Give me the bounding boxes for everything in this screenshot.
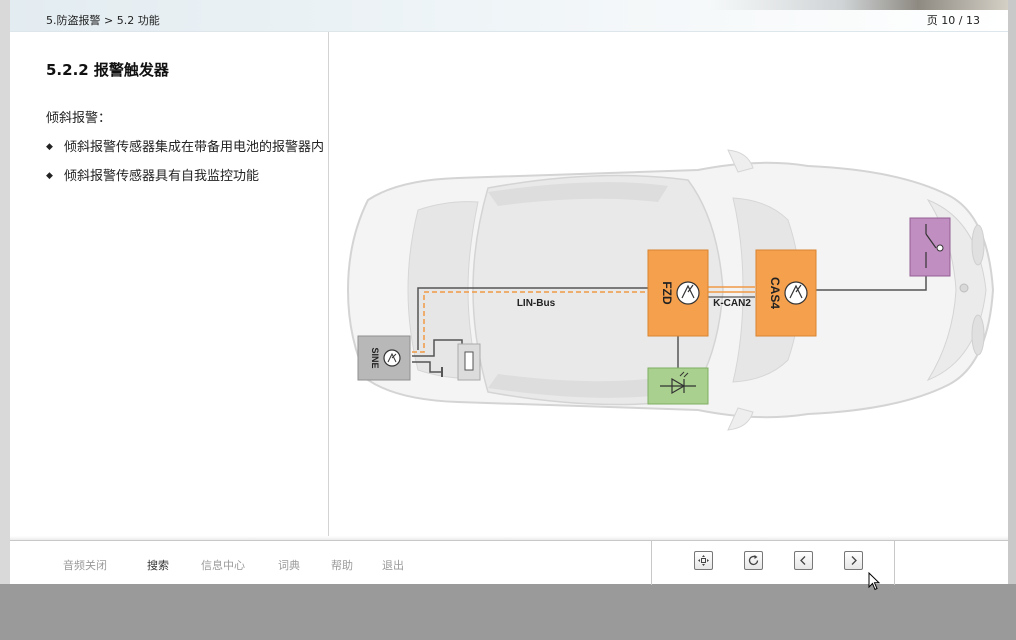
search-link[interactable]: 搜索 — [147, 559, 169, 572]
next-icon — [851, 556, 857, 565]
sine-label: SINE — [370, 347, 380, 368]
bullet-text: 倾斜报警传感器具有自我监控功能 — [64, 169, 260, 184]
led-diode-icon — [671, 377, 686, 395]
diamond-bullet-icon: ◆ — [46, 171, 53, 181]
switch-contact-icon — [925, 233, 937, 249]
reload-button[interactable] — [744, 551, 763, 570]
fzd-module: FZD — [647, 249, 709, 337]
right-gutter — [1008, 0, 1016, 584]
ground-wire — [412, 361, 442, 373]
kcan-bus-label: K-CAN2 — [713, 298, 751, 309]
backup-battery-module — [457, 343, 481, 381]
alarm-system-diagram: SINE LIN-Bus FZD K-CAN2 CAS4 — [346, 149, 995, 431]
audio-off-link[interactable]: 音频关闭 — [63, 559, 107, 572]
overview-button[interactable] — [694, 551, 713, 570]
subheading: 倾斜报警： — [46, 111, 112, 126]
fzd-siren-icon — [676, 281, 700, 305]
header-bar: 5.防盗报警 > 5.2 功能 页 10 / 13 — [10, 0, 1008, 32]
breadcrumb: 5.防盗报警 > 5.2 功能 — [46, 14, 160, 27]
footer-divider-right — [894, 541, 895, 585]
previous-page-button[interactable] — [794, 551, 813, 570]
footer-toolbar: 音频关闭 搜索 信息中心 词典 帮助 退出 — [10, 540, 1008, 585]
exit-link[interactable]: 退出 — [382, 559, 404, 572]
previous-icon — [800, 556, 806, 565]
info-center-link[interactable]: 信息中心 — [201, 559, 245, 572]
overview-icon — [698, 555, 709, 566]
footer-shadow — [10, 536, 1008, 540]
help-link[interactable]: 帮助 — [331, 559, 353, 572]
car-outline — [346, 149, 995, 431]
bullet-text: 倾斜报警传感器集成在带备用电池的报警器内 — [64, 140, 325, 155]
content-divider — [328, 32, 329, 536]
lin-bus-label: LIN-Bus — [517, 298, 556, 309]
cas4-label: CAS4 — [768, 277, 782, 309]
cas4-switch-wire — [816, 276, 927, 291]
led-indicator-module — [647, 367, 709, 405]
cas4-module: CAS4 — [755, 249, 817, 337]
page-indicator: 页 10 / 13 — [926, 14, 980, 27]
diamond-bullet-icon: ◆ — [46, 142, 53, 152]
cas4-siren-icon — [784, 281, 808, 305]
lin-bus-wire — [417, 287, 648, 350]
battery-wire — [412, 339, 463, 357]
section-title: 5.2.2 报警触发器 — [46, 61, 169, 79]
bullet-item: ◆ 倾斜报警传感器集成在带备用电池的报警器内 — [46, 137, 324, 158]
left-gutter — [0, 0, 10, 584]
glossary-link[interactable]: 词典 — [278, 559, 300, 572]
hood-contact-switch-module — [909, 217, 951, 277]
header-decoration — [708, 0, 1008, 10]
mouse-cursor-icon — [868, 572, 881, 591]
page: 5.防盗报警 > 5.2 功能 页 10 / 13 5.2.2 报警触发器 倾斜… — [10, 0, 1008, 585]
lin-bus-dashed-line — [412, 291, 648, 353]
next-page-button[interactable] — [844, 551, 863, 570]
footer-divider-left — [651, 541, 652, 585]
bullet-item: ◆ 倾斜报警传感器具有自我监控功能 — [46, 166, 324, 187]
reload-icon — [748, 555, 759, 566]
fzd-label: FZD — [660, 281, 674, 305]
bullet-list: ◆ 倾斜报警传感器集成在带备用电池的报警器内 ◆ 倾斜报警传感器具有自我监控功能 — [46, 137, 324, 195]
sine-module: SINE — [357, 335, 411, 381]
wiring — [412, 276, 927, 377]
